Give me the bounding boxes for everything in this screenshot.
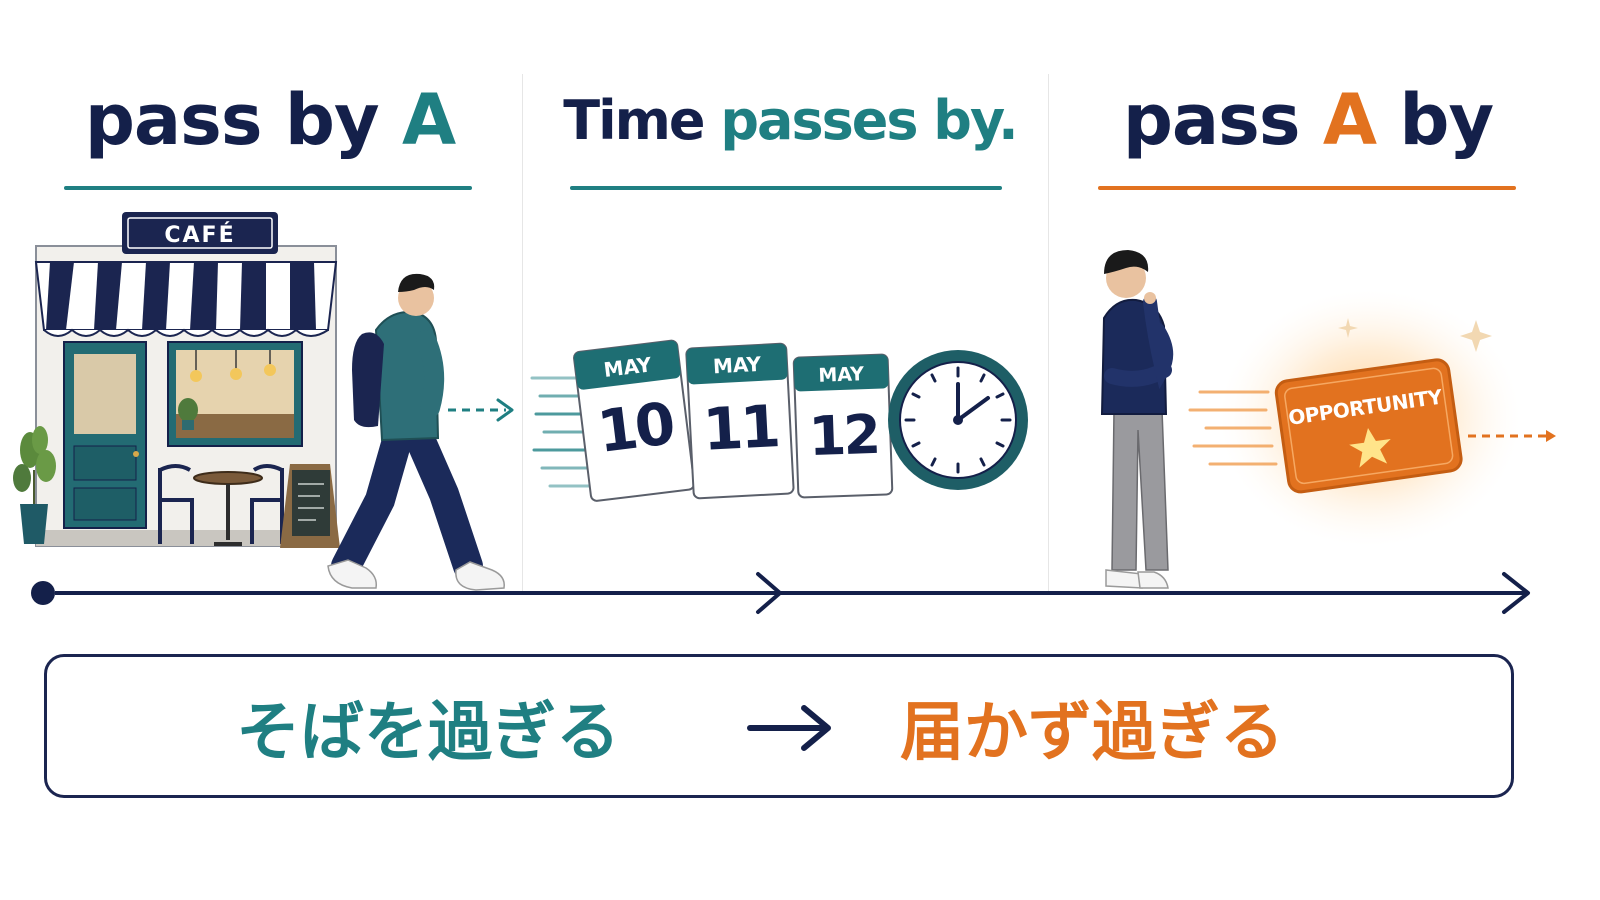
awning [34,261,338,337]
speed-lines-orange [1188,390,1278,466]
chalkboard-sign [280,464,340,548]
calendar-day-3: 12 [808,403,879,468]
clock-icon [888,350,1028,490]
cafe-illustration: CAFÉ [13,212,340,548]
panel2-heading-time: Time [563,88,721,152]
panel1-heading: pass by A [60,72,480,168]
panel1-heading-text: pass by [84,79,402,161]
panel2-underline [570,186,1002,190]
opportunity-card: OPPORTUNITY [1188,290,1556,546]
calendar-month-2: MAY [712,352,762,379]
potted-plant [13,426,56,544]
panel1-underline [64,186,472,190]
panel3-heading-by: by [1376,79,1494,161]
panel1-heading-a: A [401,79,456,161]
calendar-month-1: MAY [602,352,653,382]
summary-left-text: そばを過ぎる [236,696,620,770]
panel2-heading: Time passes by. [563,72,1018,168]
sparkles [1338,318,1492,352]
panel3-heading-a: A [1322,79,1377,161]
star-icon [1349,428,1391,468]
calendar-page-2: MAY 11 [685,342,795,500]
panel3-heading-pass: pass [1122,79,1323,161]
panel2-heading-passes: passes by. [720,88,1018,152]
walking-person [327,273,505,591]
calendar-page-3: MAY 12 [792,353,894,499]
panel3-underline [1098,186,1516,190]
calendar-page-1: MAY 10 [573,339,696,502]
summary-right-text: 届かず過ぎる [900,696,1284,770]
panel3-heading: pass A by [1098,72,1518,168]
cafe-furniture [158,464,284,546]
summary-arrow [747,705,831,751]
cafe-sign-text: CAFÉ [164,222,235,248]
thinking-person [1100,250,1174,589]
dashed-arrow-orange [1468,430,1556,442]
calendar-day-1: 10 [594,389,677,466]
cafe-sign: CAFÉ [122,212,278,254]
summary-box [44,654,1514,798]
calendar-pages: MAY 10 MAY 11 MAY 12 [573,339,894,502]
dashed-arrow-teal [448,398,514,422]
calendar-day-2: 11 [701,392,779,464]
timeline-arrow [31,572,1530,614]
panel-divider-1 [522,74,523,594]
calendar-month-3: MAY [818,363,865,387]
panel-divider-2 [1048,74,1049,594]
